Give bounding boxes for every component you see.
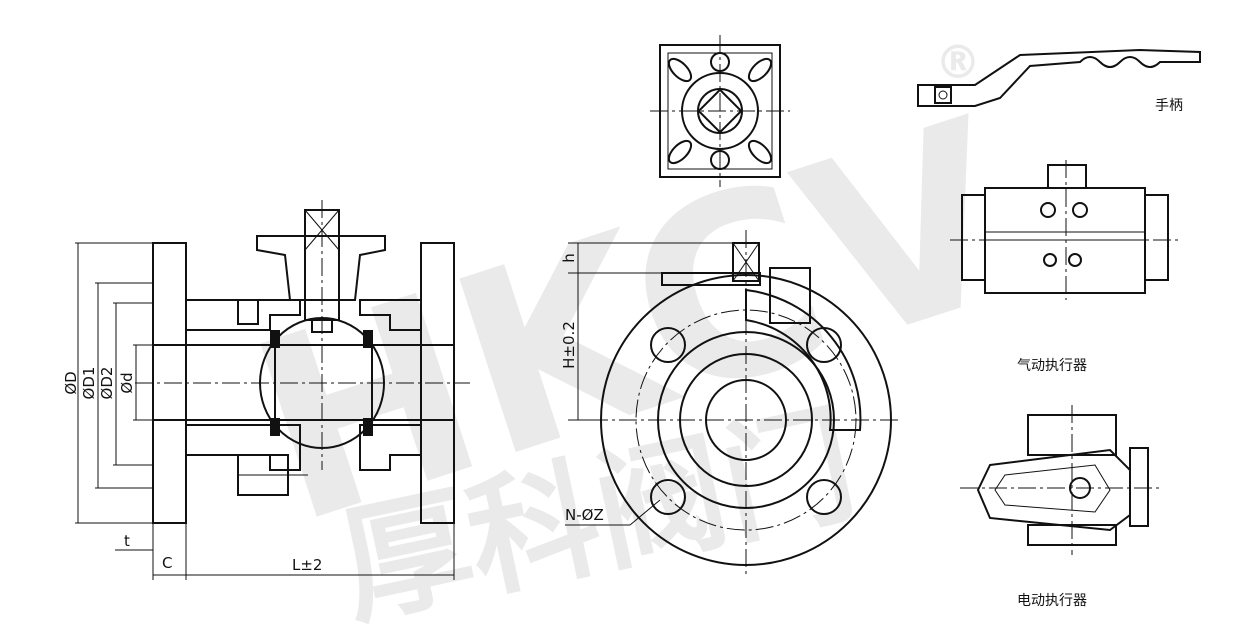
- label-bolt-holes: N-ØZ: [565, 506, 604, 524]
- electric-housing: [976, 448, 1131, 532]
- top-slot-1: [667, 57, 693, 83]
- bolt-upper: [237, 299, 259, 325]
- caption-pneumatic: 气动执行器: [1017, 358, 1087, 374]
- registered-mark: ®: [935, 35, 981, 89]
- seat-right-top: [363, 330, 373, 348]
- body-upper-right-wall: [359, 299, 422, 331]
- caption-handle: 手柄: [1155, 98, 1183, 114]
- label-stem-top: h: [560, 253, 578, 263]
- front-dimensions: ØD ØD1 ØD2 Ød t C L±2: [62, 242, 455, 580]
- label-outer-diameter: ØD: [62, 371, 80, 394]
- handle-lever: [917, 48, 1201, 107]
- top-stem-square: [697, 88, 743, 134]
- top-slot-2: [747, 57, 773, 83]
- caption-electric: 电动执行器: [1017, 593, 1087, 609]
- side-section-cut: [745, 288, 862, 431]
- seat-left-top: [270, 330, 280, 348]
- top-slot-4: [747, 139, 773, 165]
- pneumatic-right-cap: [1144, 194, 1169, 281]
- pneumatic-shaft: [1047, 164, 1087, 189]
- top-slot-3: [667, 139, 693, 165]
- bonnet: [256, 235, 386, 301]
- bolt-hole-4: [806, 479, 842, 515]
- electric-actuator-drawing: 电动执行器: [960, 405, 1160, 609]
- body-lower-left-wall: [185, 424, 301, 471]
- label-bore: Ød: [118, 372, 136, 393]
- handle-drawing: 手柄: [917, 48, 1201, 114]
- bolt-hole-1: [650, 327, 686, 363]
- bolt-hole-2: [806, 327, 842, 363]
- seat-right-bottom: [363, 418, 373, 436]
- side-bonnet-bolt: [769, 267, 811, 324]
- leader-bolt-holes: [629, 499, 661, 526]
- bolt-hole-3: [650, 479, 686, 515]
- pneumatic-actuator-drawing: 气动执行器: [950, 160, 1180, 374]
- electric-side-box: [1129, 447, 1149, 527]
- side-view: h H±0.2 N-ØZ: [560, 230, 900, 575]
- watermark: HKCV ® 厚科阀门: [223, 35, 1044, 644]
- seat-left-bottom: [270, 418, 280, 436]
- label-bolt-circle: ØD1: [80, 367, 98, 400]
- label-flange-thickness: t: [124, 532, 130, 550]
- label-height: H±0.2: [560, 321, 578, 369]
- label-length: L±2: [292, 556, 322, 574]
- pneumatic-left-cap: [961, 194, 986, 281]
- body-lower-right-wall: [359, 424, 422, 471]
- label-raised-face: ØD2: [98, 367, 116, 400]
- front-section-view: [135, 200, 470, 524]
- label-raised-face-height: C: [162, 554, 172, 572]
- top-view: [650, 35, 790, 187]
